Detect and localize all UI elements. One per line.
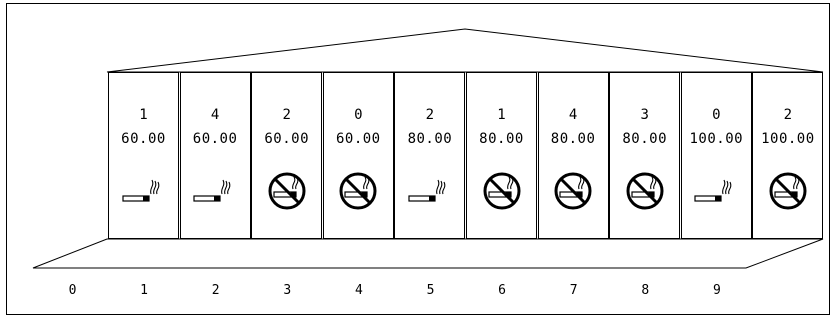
room-index-label: 7: [569, 283, 578, 298]
room-index-label: 8: [641, 283, 650, 298]
no-smoking-icon: [610, 169, 679, 213]
room-price: 80.00: [622, 131, 668, 147]
smoking-icon: [682, 169, 751, 213]
room-index-label: 9: [712, 283, 721, 298]
room-price: 60.00: [335, 131, 381, 147]
room-count: 4: [210, 107, 220, 123]
room-index-label: 0: [68, 283, 77, 298]
room-price: 60.00: [192, 131, 238, 147]
room-count: 2: [282, 107, 291, 123]
room-count: 1: [139, 107, 148, 123]
floor: [32, 238, 824, 269]
smoking-icon: [109, 169, 178, 213]
no-smoking-icon: [324, 169, 393, 213]
room-price: 80.00: [407, 131, 453, 147]
room-count: 3: [640, 107, 649, 123]
smoking-icon: [395, 169, 464, 213]
room-price: 80.00: [550, 131, 596, 147]
room-price: 60.00: [121, 131, 166, 147]
no-smoking-icon: [539, 169, 608, 213]
room-cell: 2 100.00: [752, 72, 824, 239]
room-index-label: 2: [211, 283, 220, 298]
smoking-icon: [181, 169, 250, 213]
room-index-label: 5: [426, 283, 435, 298]
room-index-label: 3: [283, 283, 292, 298]
room-count: 2: [783, 107, 793, 123]
room-count: 4: [568, 107, 578, 123]
room-count: 0: [712, 107, 721, 123]
room-price: 60.00: [264, 131, 310, 147]
room-index-label: 1: [140, 283, 148, 298]
roof: [106, 28, 824, 73]
room-price: 100.00: [761, 131, 815, 147]
room-price: 100.00: [689, 131, 744, 147]
room-count: 2: [425, 107, 435, 123]
room-index-label: 6: [498, 283, 506, 298]
room-count: 1: [497, 107, 506, 123]
no-smoking-icon: [252, 169, 321, 213]
room-index-label: 4: [354, 283, 363, 298]
room-count: 0: [354, 107, 363, 123]
no-smoking-icon: [753, 169, 822, 213]
room-price: 80.00: [479, 131, 524, 147]
room-cell: 0 100.00: [680, 72, 752, 239]
diagram-frame: [6, 3, 830, 315]
no-smoking-icon: [467, 169, 536, 213]
